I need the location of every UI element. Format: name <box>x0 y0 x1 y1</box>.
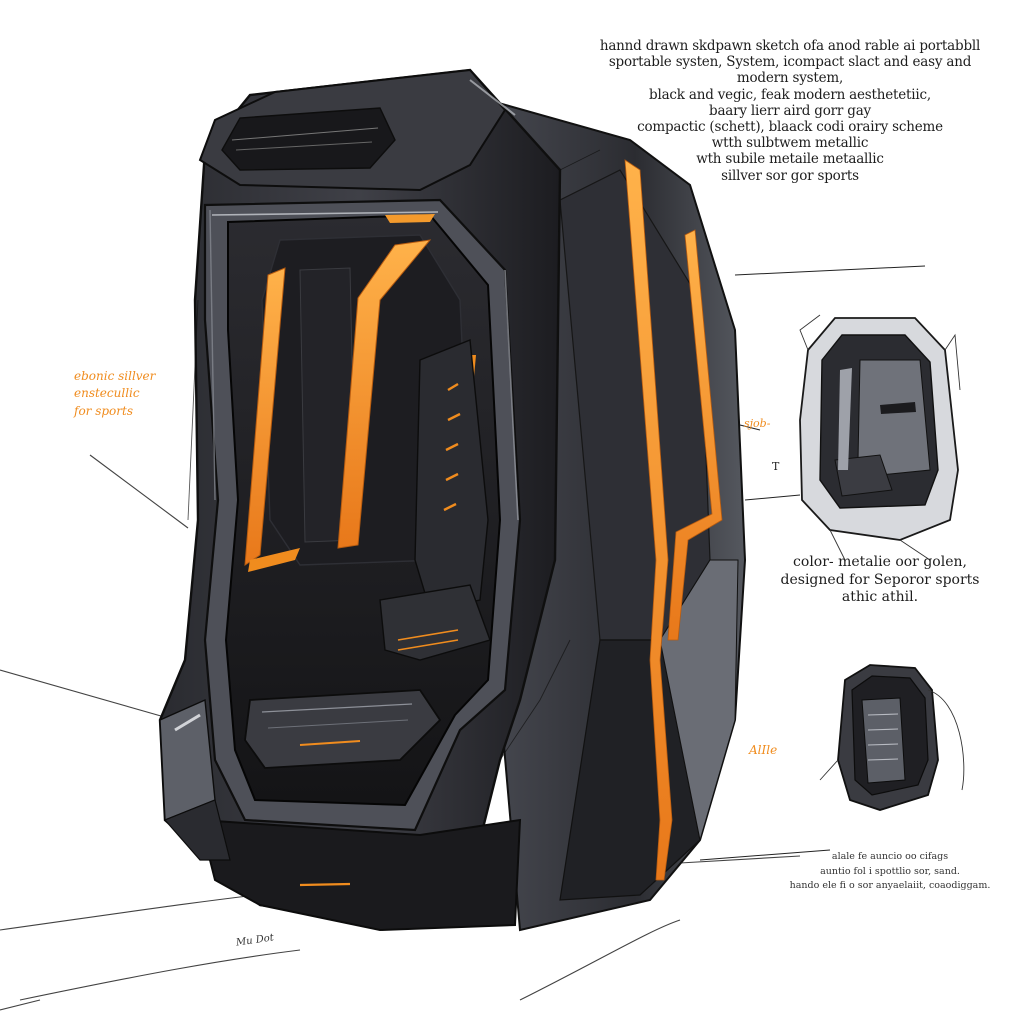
main-annotation: hannd drawn skdpawn sketch ofa anod rabl… <box>560 38 1020 184</box>
left-annotation-line: enstecullic <box>74 386 140 401</box>
side-label-top: sjob- <box>744 417 771 430</box>
main-annotation-line: sportable systen, System, icompact slact… <box>608 54 972 71</box>
left-annotation-line: for sports <box>74 403 133 418</box>
console-indicators <box>443 382 461 512</box>
main-pod <box>158 68 747 932</box>
main-annotation-line: sillver sor gor sports <box>721 167 859 184</box>
main-annotation-line: baary lierr aird gorr gay <box>709 102 871 119</box>
color-annotation-line: color- metalie oor golen, <box>793 554 967 570</box>
pod-thumbnail-side <box>819 664 965 811</box>
side-label-bottom: AlIle <box>749 743 778 757</box>
main-annotation-line: hannd drawn skdpawn sketch ofa anod rabl… <box>599 38 981 54</box>
bottom-annotation-line: alale fe auncio oo cifags <box>831 851 949 862</box>
bottom-annotation-line: hando ele fi o sor anyaelaiit, coaodigga… <box>789 880 991 892</box>
pod-thumbnail-front <box>799 314 961 561</box>
side-label-marker: T <box>772 460 780 473</box>
left-annotation-line: ebonic sillver <box>74 369 156 383</box>
main-annotation-line: wtth sulbtwem metallic <box>711 135 869 152</box>
main-annotation-line: compactic (schett), blaack codi orairy s… <box>637 118 943 135</box>
left-annotation: ebonic sillver enstecullic for sports <box>74 368 155 420</box>
color-annotation-line: designed for Seporor sports <box>780 571 980 588</box>
color-annotation: color- metalie oor golen, designed for S… <box>760 554 1000 607</box>
main-annotation-line: black and vegic, feak modern aesthetetii… <box>649 86 931 103</box>
bottom-annotation: alale fe auncio oo cifags auntio fol i s… <box>770 850 1010 894</box>
main-annotation-line: wth subile metaile metaallic <box>696 151 884 168</box>
main-annotation-line: modern system, <box>736 70 844 87</box>
bottom-annotation-line: auntio fol i spottlio sor, sand. <box>820 865 960 877</box>
color-annotation-line: athic athil. <box>841 589 919 605</box>
leader-lines <box>699 265 926 861</box>
